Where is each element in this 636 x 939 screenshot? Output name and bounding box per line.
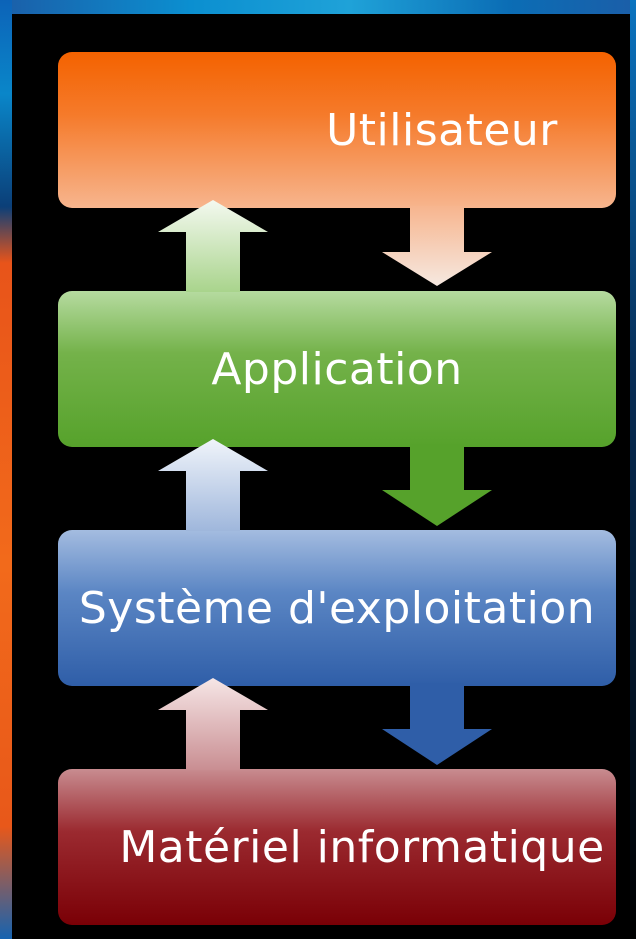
- background-strip-top: [0, 0, 636, 14]
- layer-application: Application: [58, 291, 616, 447]
- layer-hardware: Matériel informatique: [58, 769, 616, 925]
- arrow-up-hardware-to-os: [158, 678, 268, 770]
- arrow-down-os-to-hardware: [382, 683, 492, 765]
- layer-os: Système d'exploitation: [58, 530, 616, 686]
- layer-application-label: Application: [211, 343, 463, 395]
- layer-user-label: Utilisateur: [326, 104, 558, 156]
- arrow-down-user-to-application: [382, 206, 492, 286]
- diagram-panel: Utilisateur Application Système d'exploi…: [12, 14, 630, 939]
- arrow-up-os-to-application: [158, 439, 268, 531]
- layer-hardware-label: Matériel informatique: [119, 821, 605, 873]
- background-strip-right: [630, 0, 636, 939]
- layer-os-label: Système d'exploitation: [78, 582, 596, 634]
- background-strip-left: [0, 0, 12, 939]
- arrow-down-application-to-os: [382, 444, 492, 526]
- arrow-up-application-to-user: [158, 200, 268, 292]
- layer-user: Utilisateur: [58, 52, 616, 208]
